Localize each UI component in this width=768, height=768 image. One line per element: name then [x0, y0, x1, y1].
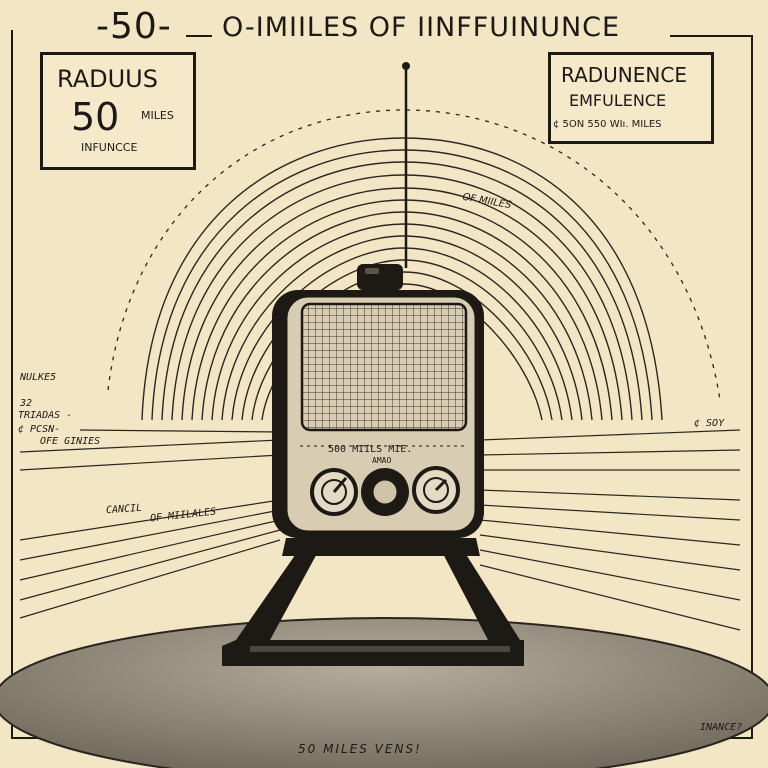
radio-dial-sublabel: AMAO: [372, 456, 392, 465]
radius-unit: MILES: [141, 109, 174, 122]
page-title: O-IMIILES OF IINFFUINUNCE: [222, 12, 621, 43]
signal-waves: [141, 137, 663, 421]
radiating-lines-left: [19, 429, 281, 619]
footer-caption: 50 MILES VENS!: [298, 742, 422, 756]
ground: [0, 617, 768, 768]
note-inance: INANCE?: [700, 722, 743, 733]
note-soy: ¢ SOY: [694, 418, 725, 429]
radio-stand: [222, 538, 524, 666]
radius-value: 50: [71, 95, 120, 139]
note-ginies: OFE GINIES: [40, 436, 101, 447]
note-32: 32: [20, 398, 33, 409]
radunence-label: RADUNENCE: [561, 63, 687, 87]
dashed-arc: [107, 109, 721, 401]
frame-line: [11, 30, 753, 739]
radio-knobs: [310, 466, 460, 516]
note-nulkes: NULKE5: [20, 372, 57, 383]
top-knob: [357, 264, 403, 290]
title-number: -50-: [96, 6, 172, 47]
emfulence-label: EMFULENCE: [569, 91, 667, 110]
miles-note: ¢ 5ON 550 WIı. MILES: [553, 119, 662, 130]
note-triadas: TRIADAS -: [18, 410, 73, 421]
note-pcsn: ¢ PCSN-: [18, 424, 61, 435]
influence-info-box: RADUNENCE EMFULENCE ¢ 5ON 550 WIı. MILES: [548, 52, 714, 144]
influence-label: INFUNCCE: [81, 141, 138, 154]
radius-info-box: RADUUS 50 MILES INFUNCCE: [40, 52, 196, 170]
radiating-lines-right: [479, 429, 741, 631]
radio-dial-label: 500 MIILS MIE.: [328, 444, 413, 455]
radius-label: RADUUS: [57, 65, 158, 93]
speaker-grill: [300, 302, 468, 432]
